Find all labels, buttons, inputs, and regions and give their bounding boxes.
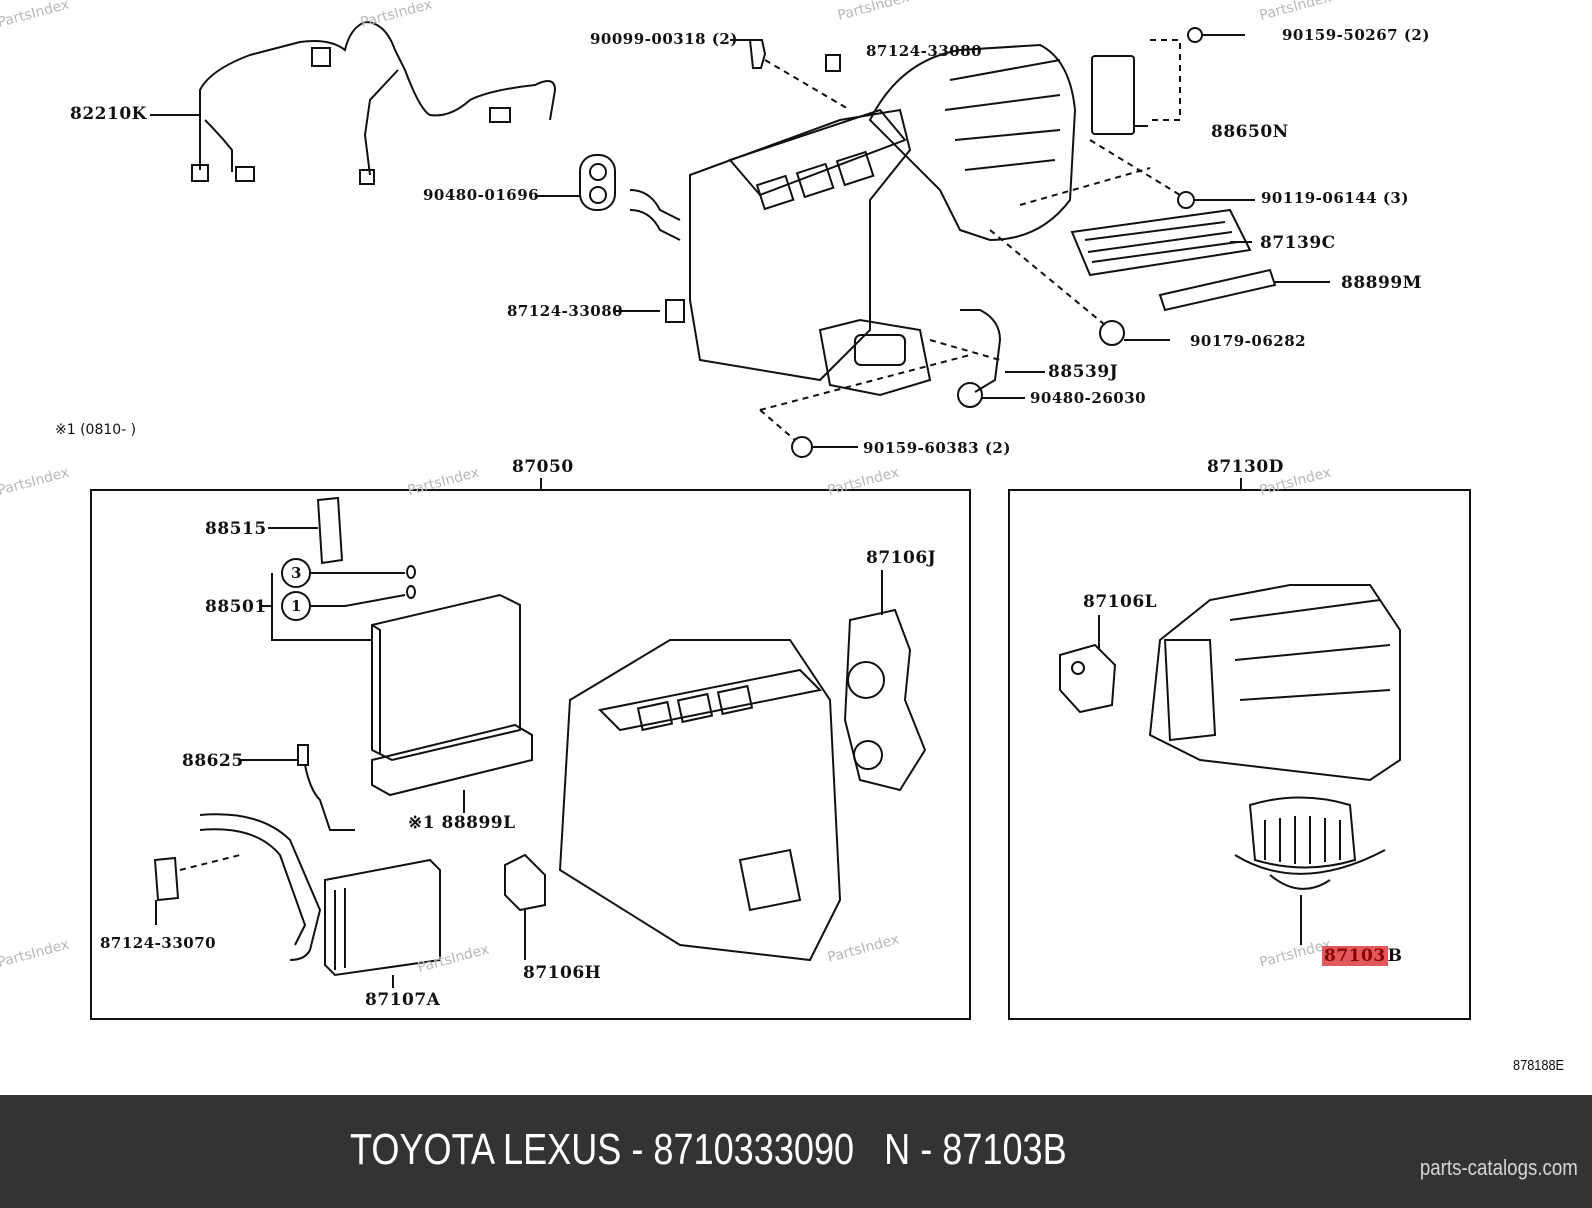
footer-bar: TOYOTA LEXUS - 8710333090 N - 87103B par… — [0, 1095, 1592, 1208]
group-box-87050 — [90, 489, 971, 1020]
wire-harness-drawing — [150, 22, 555, 184]
part-label-90119-06144[interactable]: 90119-06144 (3) — [1261, 189, 1409, 207]
part-label-90099-00318[interactable]: 90099-00318 (2) — [590, 30, 738, 48]
part-label-82210K[interactable]: 82210K — [70, 104, 147, 124]
parts-diagram: PartsIndex PartsIndex PartsIndex PartsIn… — [0, 0, 1592, 1095]
hvac-assembly-upper-drawing — [630, 45, 1075, 395]
right-box-drawing — [1060, 478, 1400, 945]
part-label-88899L[interactable]: ※1 88899L — [408, 813, 516, 833]
part-label-90179-06282[interactable]: 90179-06282 — [1190, 332, 1307, 350]
part-label-90159-60383[interactable]: 90159-60383 (2) — [863, 439, 1011, 457]
part-label-87107A[interactable]: 87107A — [365, 990, 441, 1010]
part-label-87124-33080-side[interactable]: 87124-33080 — [507, 302, 624, 320]
diagram-line-art — [0, 0, 1592, 1095]
part-label-87106L[interactable]: 87106L — [1083, 592, 1158, 612]
left-box-drawing — [155, 478, 925, 988]
diagram-code: 878188E — [1512, 1057, 1564, 1074]
part-suffix: B — [1387, 946, 1403, 966]
part-label-87139C[interactable]: 87139C — [1260, 233, 1336, 253]
part-label-88515[interactable]: 88515 — [205, 519, 267, 539]
site-link[interactable]: parts-catalogs.com — [1420, 1155, 1578, 1180]
footnote-1: ※1 (0810- ) — [55, 422, 137, 438]
part-label-90480-26030[interactable]: 90480-26030 — [1030, 389, 1147, 407]
part-label-87124-33070[interactable]: 87124-33070 — [100, 934, 217, 952]
part-label-87124-33080-top[interactable]: 87124-33080 — [866, 42, 983, 60]
circle-callout-3: 3 — [291, 564, 302, 582]
selected-part-highlight: 87103 — [1322, 946, 1388, 966]
part-label-88650N[interactable]: 88650N — [1211, 122, 1289, 142]
part-label-90159-50267[interactable]: 90159-50267 (2) — [1282, 26, 1430, 44]
part-title: TOYOTA LEXUS - 8710333090 N - 87103B — [350, 1125, 1067, 1174]
part-label-87106J[interactable]: 87106J — [866, 548, 937, 568]
group-label-87130D[interactable]: 87130D — [1207, 457, 1284, 477]
part-label-87106H[interactable]: 87106H — [523, 963, 602, 983]
circle-callout-1: 1 — [291, 597, 302, 615]
part-label-88899M[interactable]: 88899M — [1341, 273, 1422, 293]
part-label-88539J[interactable]: 88539J — [1048, 362, 1119, 382]
part-label-88625[interactable]: 88625 — [182, 751, 244, 771]
group-box-87130D — [1008, 489, 1471, 1020]
part-label-88501[interactable]: 88501 — [205, 597, 267, 617]
group-label-87050[interactable]: 87050 — [512, 457, 574, 477]
part-label-90480-01696[interactable]: 90480-01696 — [423, 186, 540, 204]
small-parts-upper-drawing — [535, 28, 1330, 457]
